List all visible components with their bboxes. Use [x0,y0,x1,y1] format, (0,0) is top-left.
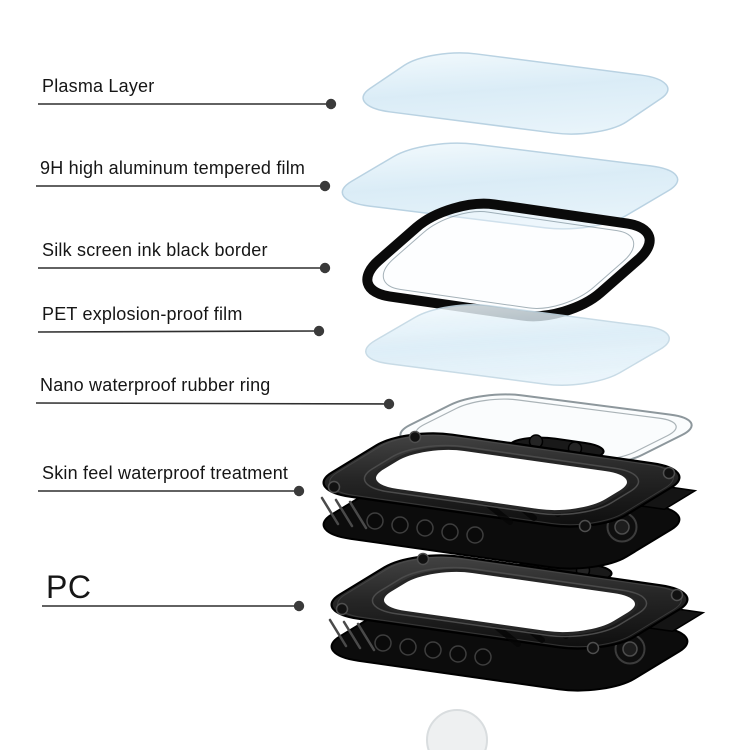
label-waterproof-treatment: Skin feel waterproof treatment [42,463,289,483]
gray-circle-artifact [426,709,488,750]
label-tempered-film: 9H high aluminum tempered film [40,158,306,178]
leader-line [37,330,320,333]
leader-line [35,402,390,405]
leader-dot [293,485,305,497]
leader-dot [383,398,395,410]
leader-dot [325,98,337,110]
leader-lines [35,103,390,607]
label-ink-black-border: Silk screen ink black border [42,240,268,260]
label-plasma-layer: Plasma Layer [42,76,155,96]
leader-dots [293,98,395,612]
label-rubber-ring: Nano waterproof rubber ring [40,375,271,395]
leader-dot [313,325,325,337]
label-pet-film: PET explosion-proof film [42,304,243,324]
pet-film-layer [345,300,690,390]
plasma-film-layer [344,48,687,139]
tempered-film-layer [320,138,700,234]
label-pc: PC [46,569,92,605]
watch-case-bottom [311,550,708,696]
leader-dot [319,262,331,274]
leader-dot [293,600,305,612]
leader-dot [319,180,331,192]
